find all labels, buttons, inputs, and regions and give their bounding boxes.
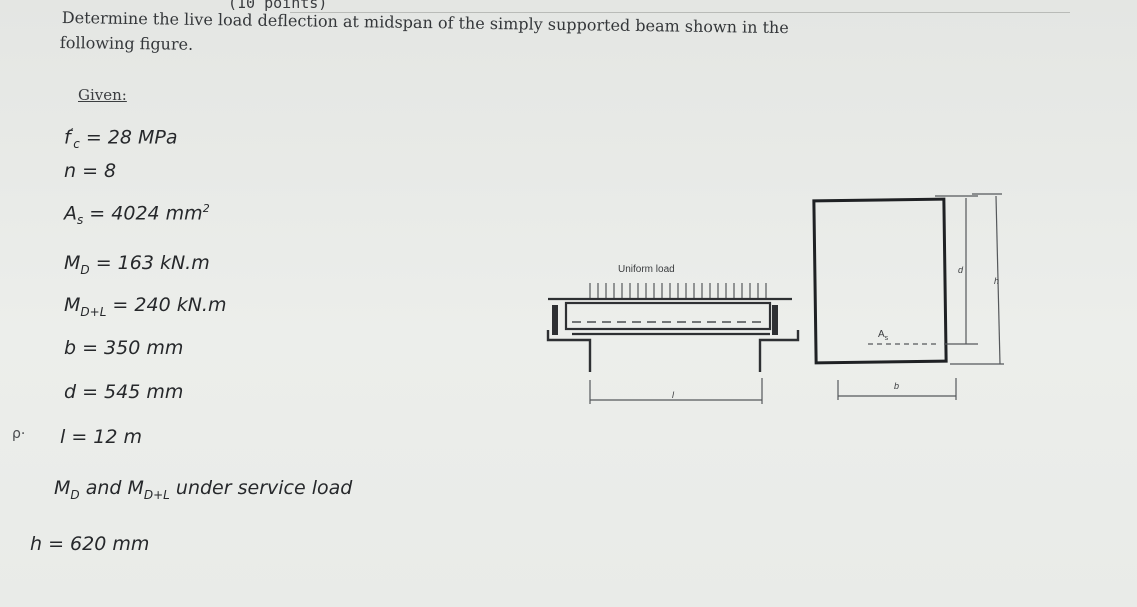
section-d-label: d [958,265,964,275]
l-value: = 12 m [65,426,143,448]
As-value: = 4024 mm [83,202,203,225]
span-dimension [589,378,763,404]
As-symbol: A [64,202,77,225]
service-mid: and [79,477,128,499]
section-b-label: b [894,381,899,391]
h-value: = 620 mm [42,533,150,555]
service-tail: under service load [169,477,353,499]
given-MD: MD = 163 kN.m [64,252,210,277]
h-symbol: h [30,533,43,555]
given-service-load: MD and MD+L under service load [54,477,352,502]
top-rule [290,12,1070,13]
As-sub: s [77,213,84,228]
cross-section [812,197,948,365]
d-value: = 545 mm [76,381,184,403]
load-arrows [589,283,767,298]
As-sup: 2 [202,202,210,215]
given-As: As = 4024 mm2 [64,202,210,227]
section-width-dimension [837,378,957,400]
cursor-mark: ρ· [12,426,26,442]
points-label: (10 points) [228,0,328,12]
MDL-symbol: M [64,294,81,316]
service-sub1: D [70,487,80,502]
service-sym1: M [54,477,71,499]
section-As-label: As [878,329,889,342]
b-symbol: b [64,337,77,359]
service-sub2: D+L [143,487,170,502]
l-symbol: l [60,426,66,448]
MD-sub: D [80,262,90,277]
section-height-dimension [950,193,1004,365]
beam-end-caps [552,305,778,335]
fc-symbol: f [64,126,71,149]
n-symbol: n [64,160,77,182]
span-label: l [672,390,675,400]
service-sym2: M [127,477,144,499]
fc-sub: c [73,137,80,152]
b-value: = 350 mm [76,337,184,359]
given-d: d = 545 mm [64,381,183,403]
d-symbol: d [64,381,77,403]
given-fc: f′c = 28 MPa [64,126,178,151]
given-l: l = 12 m [60,426,142,448]
section-depth-dimension [935,195,978,345]
MDL-sub: D+L [80,304,107,319]
given-MDL: MD+L = 240 kN.m [64,294,226,319]
beam-supports [546,330,800,372]
given-b: b = 350 mm [64,337,183,359]
beam [548,297,792,336]
MD-symbol: M [64,252,81,274]
fc-value: = 28 MPa [79,126,178,149]
fc-prime: ′ [70,126,74,139]
uniform-load-label: Uniform load [618,264,675,275]
given-heading: Given: [78,86,127,104]
MDL-value: = 240 kN.m [106,294,227,316]
n-value: = 8 [76,160,117,182]
section-h-label: h [994,276,999,286]
given-n: n = 8 [64,160,116,182]
MD-value: = 163 kN.m [89,252,210,274]
given-h: h = 620 mm [30,533,149,555]
